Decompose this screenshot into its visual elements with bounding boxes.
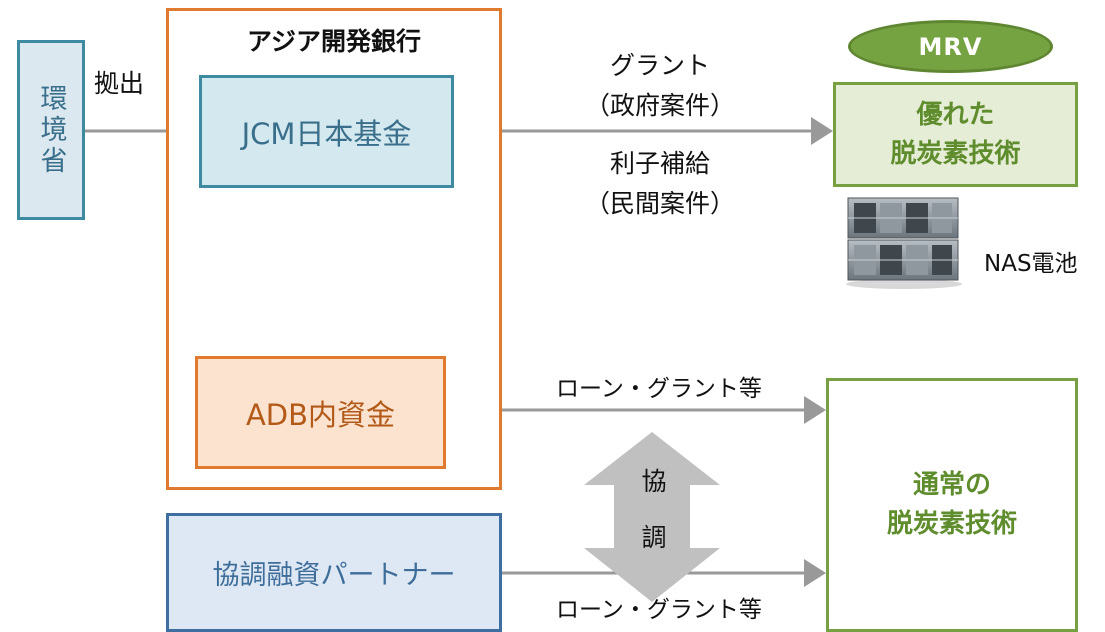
mrv-oval: MRV bbox=[848, 20, 1053, 73]
cooperation-char1: 協 bbox=[641, 467, 667, 496]
arrow-adbfund-to-normal-head bbox=[804, 396, 826, 424]
arrow-partner-to-normal-head bbox=[804, 559, 826, 587]
cooperation-label: 協 調 bbox=[624, 454, 684, 566]
nas-battery-label: NAS電池 bbox=[984, 251, 1078, 277]
grant-government-label: グラント （政府案件） bbox=[540, 46, 780, 126]
excellent-decarbonization-tech-box: 優れた 脱炭素技術 bbox=[833, 82, 1078, 187]
arrow-jcm-to-excellent-head bbox=[811, 117, 833, 145]
cooperation-double-arrow bbox=[584, 432, 720, 602]
excellent-tech-line2: 脱炭素技術 bbox=[890, 138, 1021, 169]
cofinancing-partner-box: 協調融資パートナー bbox=[166, 513, 502, 632]
jcm-fund-box: JCM日本基金 bbox=[199, 75, 454, 188]
interest-line1: 利子補給 bbox=[609, 149, 710, 178]
partner-label: 協調融資パートナー bbox=[212, 560, 456, 591]
loan-grant-label-lower: ローン・グラント等 bbox=[556, 597, 762, 623]
adb-funds-box: ADB内資金 bbox=[195, 356, 446, 469]
ministry-label: 環境省 bbox=[35, 83, 67, 177]
cooperation-char2: 調 bbox=[641, 523, 667, 552]
normal-decarbonization-tech-box: 通常の 脱炭素技術 bbox=[826, 378, 1078, 632]
normal-tech-line1: 通常の bbox=[912, 470, 991, 500]
normal-tech-line2: 脱炭素技術 bbox=[886, 509, 1017, 539]
loan-grant-label-upper: ローン・グラント等 bbox=[556, 376, 762, 402]
nas-battery-icon bbox=[846, 197, 962, 289]
jcm-fund-label: JCM日本基金 bbox=[241, 116, 412, 151]
ministry-of-environment-box: 環境省 bbox=[17, 40, 85, 220]
interest-line2: （民間案件） bbox=[584, 189, 735, 218]
grant-line1: グラント bbox=[609, 51, 710, 80]
excellent-tech-line1: 優れた bbox=[916, 99, 995, 130]
disburse-label: 拠出 bbox=[94, 69, 145, 98]
adb-funds-label: ADB内資金 bbox=[245, 397, 396, 432]
interest-subsidy-label: 利子補給 （民間案件） bbox=[540, 144, 780, 224]
grant-line2: （政府案件） bbox=[584, 91, 735, 120]
adb-title: アジア開発銀行 bbox=[246, 27, 421, 56]
mrv-label: MRV bbox=[918, 32, 983, 61]
